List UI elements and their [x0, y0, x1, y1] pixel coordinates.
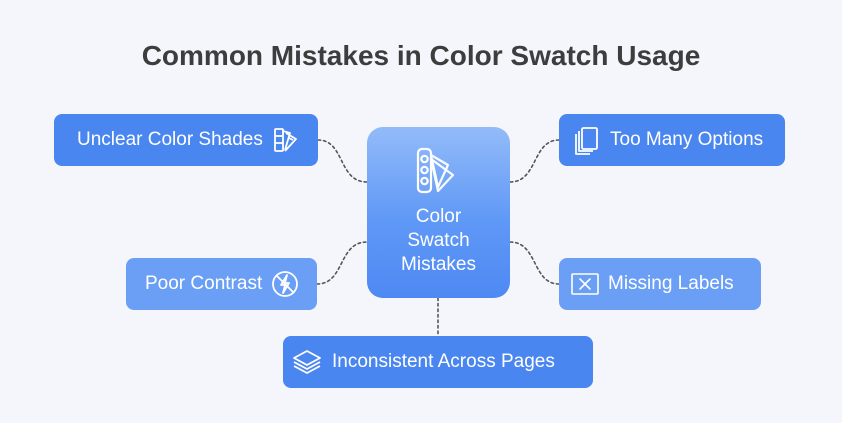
node-label: Unclear Color Shades: [77, 129, 263, 150]
connector-unclear: [317, 139, 368, 183]
node-inconsistent-across-pages: Inconsistent Across Pages: [283, 336, 593, 388]
central-node-label: Color Swatch Mistakes: [375, 205, 502, 277]
central-line-1: Color: [415, 206, 462, 227]
central-line-3: Mistakes: [401, 254, 476, 275]
diagram-title: Common Mistakes in Color Swatch Usage: [141, 40, 701, 71]
node-label: Too Many Options: [610, 129, 764, 150]
central-line-2: Swatch: [407, 230, 470, 251]
node-poor-contrast: Poor Contrast: [126, 258, 317, 310]
color-palette-icon: [272, 125, 302, 155]
documents-stack-icon: [572, 125, 602, 155]
connector-toomany: [509, 139, 560, 183]
node-label: Poor Contrast: [145, 273, 263, 294]
color-swatch-icon: [411, 145, 463, 197]
node-unclear-color-shades: Unclear Color Shades: [54, 114, 318, 166]
close-box-icon: [570, 269, 600, 299]
central-node: Color Swatch Mistakes: [367, 127, 510, 298]
node-too-many-options: Too Many Options: [559, 114, 785, 166]
node-label: Missing Labels: [608, 273, 734, 294]
layers-icon: [292, 347, 322, 377]
connector-poor: [316, 241, 368, 285]
connector-missing: [509, 241, 560, 285]
node-missing-labels: Missing Labels: [559, 258, 761, 310]
node-label: Inconsistent Across Pages: [332, 351, 555, 372]
no-flash-icon: [270, 269, 300, 299]
